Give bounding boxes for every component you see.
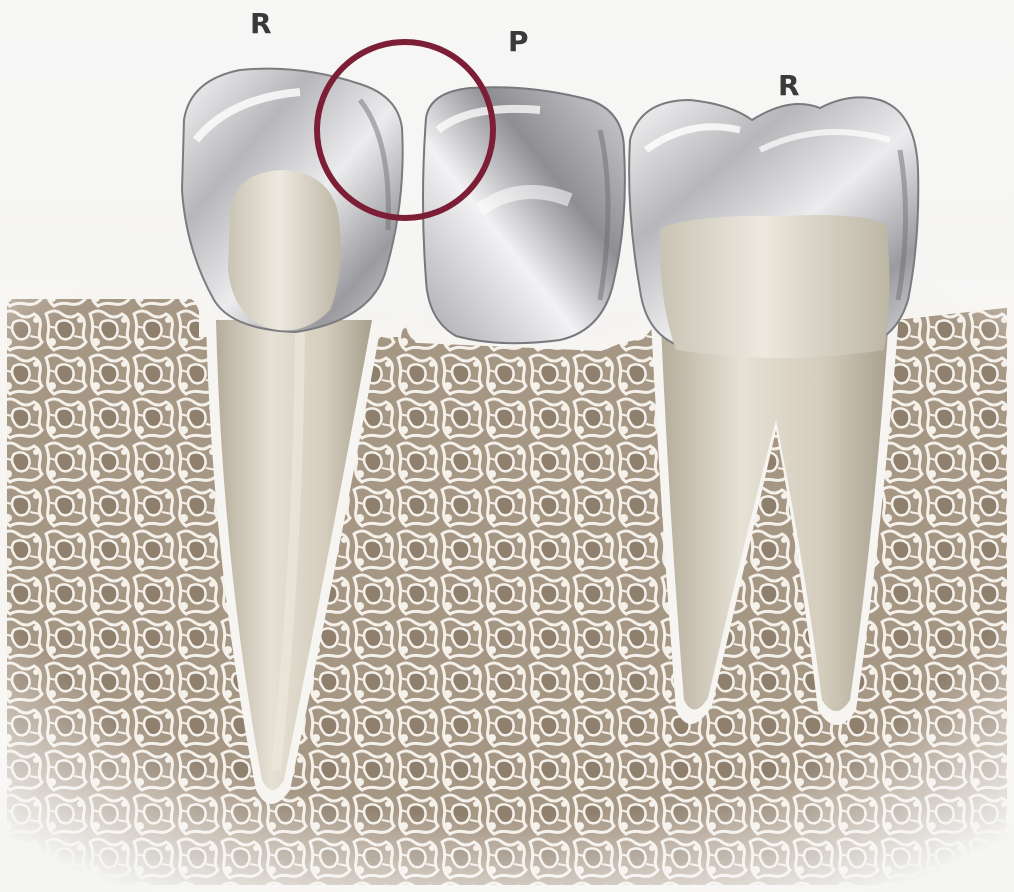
right-tooth-label: R — [778, 72, 800, 100]
pontic-label: P — [508, 28, 529, 56]
pontic — [423, 87, 625, 343]
left-tooth-label: R — [250, 10, 272, 38]
